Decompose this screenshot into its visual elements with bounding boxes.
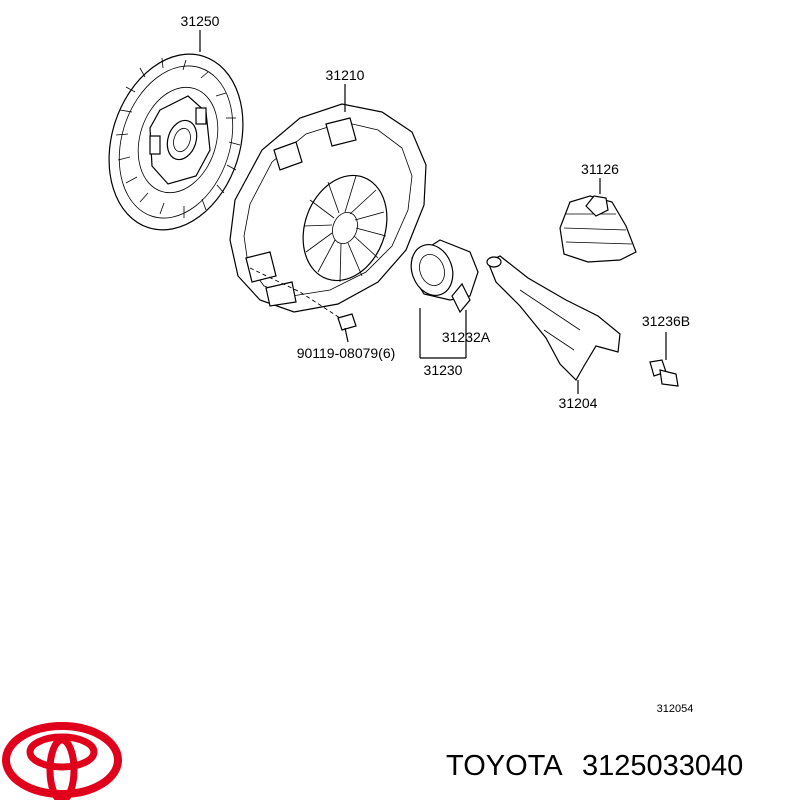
label-clutch-disc: 31250	[181, 13, 220, 29]
label-fork: 31204	[559, 395, 598, 411]
bolt-drawing	[337, 313, 357, 343]
brand-name: TOYOTA	[446, 750, 563, 782]
label-bearing-hub: 31232A	[442, 329, 491, 345]
release-fork-drawing	[486, 255, 621, 381]
release-bearing-drawing	[410, 239, 479, 314]
part-number: 3125033040	[582, 750, 743, 782]
boot-drawing	[559, 195, 637, 263]
label-boot: 31126	[581, 161, 619, 177]
label-pressure-plate: 31210	[326, 67, 365, 83]
pivot-stud-drawing	[649, 332, 679, 387]
drawing-reference: 312054	[657, 703, 694, 715]
toyota-logo-icon	[2, 722, 122, 800]
clutch-disc-drawing	[108, 53, 244, 231]
label-bolt: 90119-08079(6)	[297, 345, 396, 361]
label-bearing-assembly: 31230	[424, 362, 463, 378]
pressure-plate-drawing	[229, 103, 427, 319]
label-pivot-stud: 31236B	[642, 313, 690, 329]
